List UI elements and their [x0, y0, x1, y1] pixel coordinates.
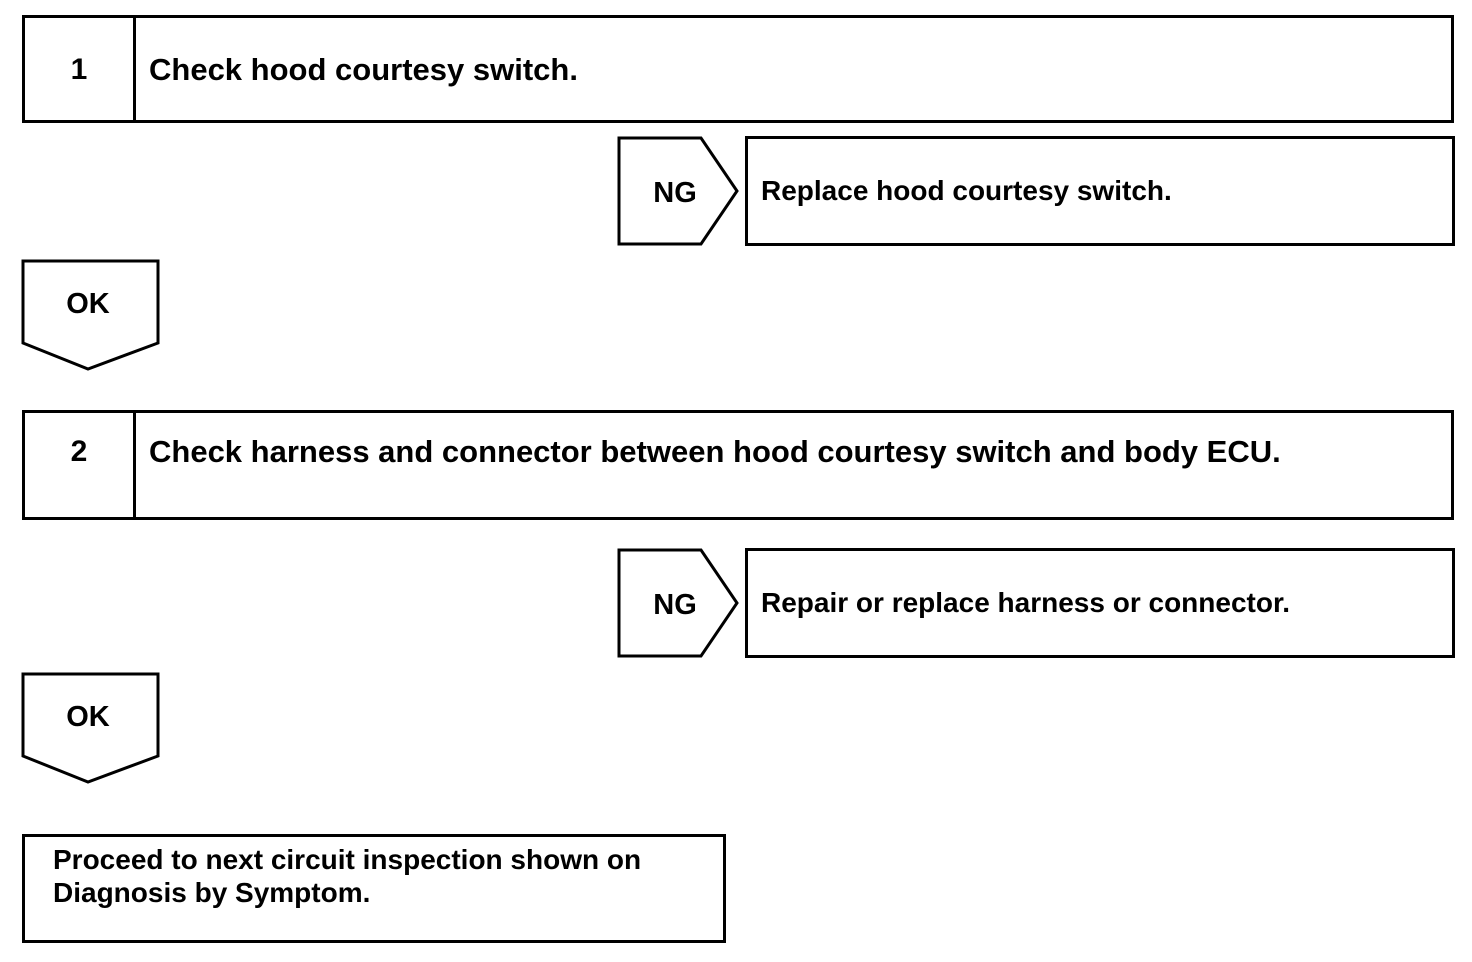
step-1-box: 1 Check hood courtesy switch. — [22, 15, 1454, 123]
ng-result-2-text: Repair or replace harness or connector. — [761, 587, 1291, 618]
ng-arrow-1: NG — [617, 136, 739, 246]
step-1-text: Check hood courtesy switch. — [149, 52, 578, 87]
ng-arrow-2: NG — [617, 548, 739, 658]
final-box: Proceed to next circuit inspection shown… — [22, 834, 726, 943]
ng-result-2-box: Repair or replace harness or connector. — [745, 548, 1455, 658]
final-line-1: Proceed to next circuit inspection shown… — [53, 844, 642, 875]
ng-result-1-text: Replace hood courtesy switch. — [761, 175, 1172, 206]
ok-label-2: OK — [66, 701, 110, 733]
step-2-box: 2 Check harness and connector between ho… — [22, 410, 1454, 520]
final-text: Proceed to next circuit inspection shown… — [53, 843, 713, 909]
ok-arrow-2: OK — [21, 672, 160, 784]
ng-result-1-box: Replace hood courtesy switch. — [745, 136, 1455, 246]
ok-arrow-1: OK — [21, 259, 160, 371]
ok-label-1: OK — [66, 288, 110, 320]
step-1-number: 1 — [25, 18, 136, 120]
step-2-number: 2 — [25, 413, 136, 517]
step-2-text: Check harness and connector between hood… — [149, 434, 1281, 469]
ng-label-2: NG — [653, 589, 697, 621]
final-line-2: Diagnosis by Symptom. — [53, 877, 371, 908]
ng-label-1: NG — [653, 177, 697, 209]
